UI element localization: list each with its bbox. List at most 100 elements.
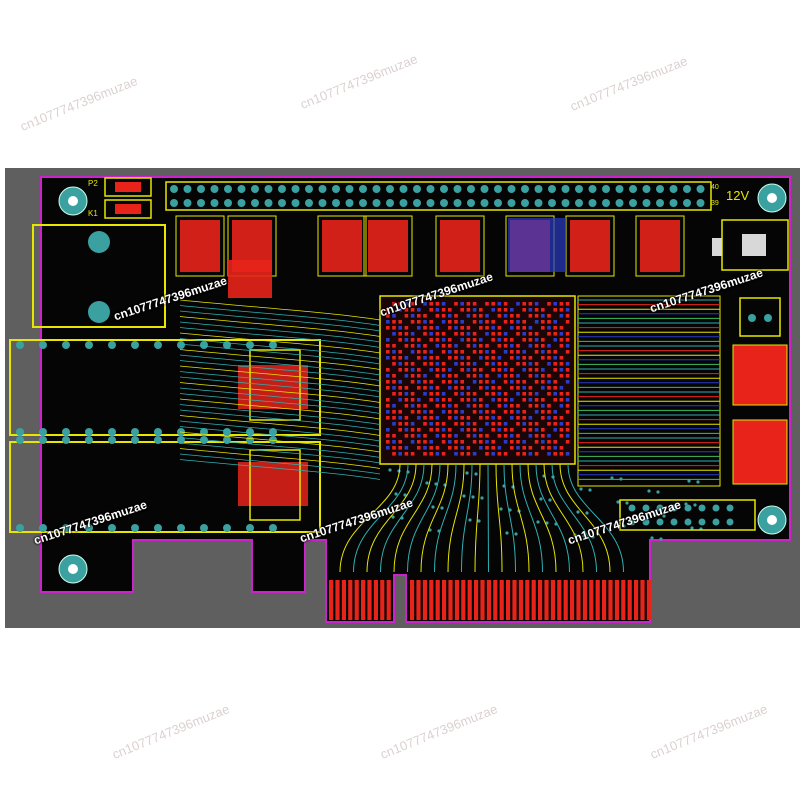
via bbox=[477, 519, 481, 523]
bga-pad bbox=[485, 434, 489, 438]
bga-pad bbox=[429, 302, 433, 306]
header-pin bbox=[642, 504, 650, 512]
bga-pad bbox=[565, 308, 570, 312]
bga-pad bbox=[454, 356, 458, 360]
bga-pad bbox=[466, 416, 471, 420]
bga-pad bbox=[454, 440, 458, 444]
fanout-trace bbox=[179, 459, 381, 480]
bga-pad bbox=[528, 356, 533, 360]
via bbox=[62, 341, 70, 349]
regulator-row bbox=[175, 215, 685, 277]
bga-pad bbox=[559, 416, 564, 420]
bga-pad bbox=[559, 452, 564, 456]
bga-pad bbox=[516, 350, 520, 354]
regulator-pad bbox=[640, 220, 680, 272]
bga-pad bbox=[454, 362, 458, 366]
via bbox=[131, 428, 139, 436]
via bbox=[588, 488, 592, 492]
bga-pad bbox=[510, 344, 514, 348]
bga-pad bbox=[547, 344, 551, 348]
bga-pad bbox=[448, 356, 452, 360]
rj45-connector-outline bbox=[32, 224, 166, 328]
via bbox=[85, 524, 93, 532]
bga-pad bbox=[497, 362, 502, 366]
bga-pad bbox=[479, 446, 483, 450]
fanout-trace bbox=[179, 437, 381, 458]
bga-pad bbox=[423, 392, 427, 396]
bga-pad bbox=[503, 410, 508, 414]
fanout-trace bbox=[179, 327, 381, 348]
bga-pad bbox=[497, 422, 502, 426]
header-pin bbox=[453, 185, 462, 193]
bga-pad bbox=[491, 302, 495, 306]
bga-pad bbox=[441, 368, 446, 372]
bga-pad bbox=[417, 320, 421, 324]
mounting-hole bbox=[767, 193, 777, 203]
via bbox=[131, 341, 139, 349]
header-pin bbox=[251, 185, 259, 193]
bga-pad bbox=[466, 428, 471, 432]
pcie-finger bbox=[582, 580, 587, 620]
bga-pad bbox=[460, 386, 464, 390]
bga-pad bbox=[441, 350, 446, 354]
via bbox=[246, 436, 254, 444]
bga-pad bbox=[386, 428, 390, 432]
bga-pad bbox=[410, 398, 415, 402]
header-pin bbox=[453, 199, 462, 207]
bga-pad bbox=[460, 410, 464, 414]
bga-pad bbox=[404, 368, 409, 372]
bga-pad bbox=[435, 374, 440, 378]
bga-pad bbox=[497, 404, 502, 408]
bga-pad bbox=[472, 404, 477, 408]
bga-pad bbox=[534, 380, 539, 384]
bga-pad bbox=[565, 344, 570, 348]
via bbox=[434, 482, 438, 486]
bga-pad bbox=[404, 314, 409, 318]
bga-pad bbox=[541, 326, 545, 330]
via bbox=[108, 524, 116, 532]
header-pin bbox=[345, 185, 354, 193]
bga-pad bbox=[398, 416, 402, 420]
bga-pad bbox=[454, 422, 458, 426]
header-pin bbox=[726, 504, 734, 512]
bga-pad bbox=[553, 452, 557, 456]
bga-pad bbox=[565, 338, 570, 342]
bga-pad bbox=[547, 422, 551, 426]
bga-pad bbox=[472, 332, 477, 336]
fanout-trace bbox=[551, 463, 597, 573]
fanout-trace bbox=[393, 463, 433, 573]
bga-pad bbox=[466, 446, 471, 450]
bga-pad bbox=[559, 344, 564, 348]
bga-pad bbox=[491, 326, 495, 330]
bga-pad bbox=[423, 350, 427, 354]
bga-pad bbox=[472, 428, 477, 432]
bga-pad bbox=[497, 374, 502, 378]
bga-pad bbox=[559, 338, 564, 342]
header-pin bbox=[399, 185, 408, 193]
bga-pad bbox=[559, 302, 564, 306]
bga-pad bbox=[398, 338, 402, 342]
bga-pad bbox=[510, 368, 514, 372]
bga-pad bbox=[441, 380, 446, 384]
via bbox=[514, 532, 518, 536]
pcie-finger bbox=[354, 580, 359, 620]
bga-pad bbox=[485, 452, 489, 456]
bga-pad bbox=[516, 392, 520, 396]
via bbox=[425, 481, 429, 485]
bga-pad bbox=[410, 350, 415, 354]
header-pin bbox=[197, 199, 205, 207]
bga-pad bbox=[547, 446, 551, 450]
pcie-finger bbox=[646, 580, 651, 620]
bga-pad bbox=[503, 332, 508, 336]
bga-pad bbox=[448, 404, 452, 408]
header-pin bbox=[561, 185, 570, 193]
header-pin bbox=[629, 185, 637, 193]
fanout-trace bbox=[179, 382, 381, 403]
bga-pad bbox=[485, 344, 489, 348]
bga-pad bbox=[448, 398, 452, 402]
bga-pad bbox=[565, 440, 570, 444]
via bbox=[246, 428, 254, 436]
power-connector-pad bbox=[712, 238, 722, 256]
via bbox=[39, 428, 47, 436]
bga-pad bbox=[423, 314, 427, 318]
